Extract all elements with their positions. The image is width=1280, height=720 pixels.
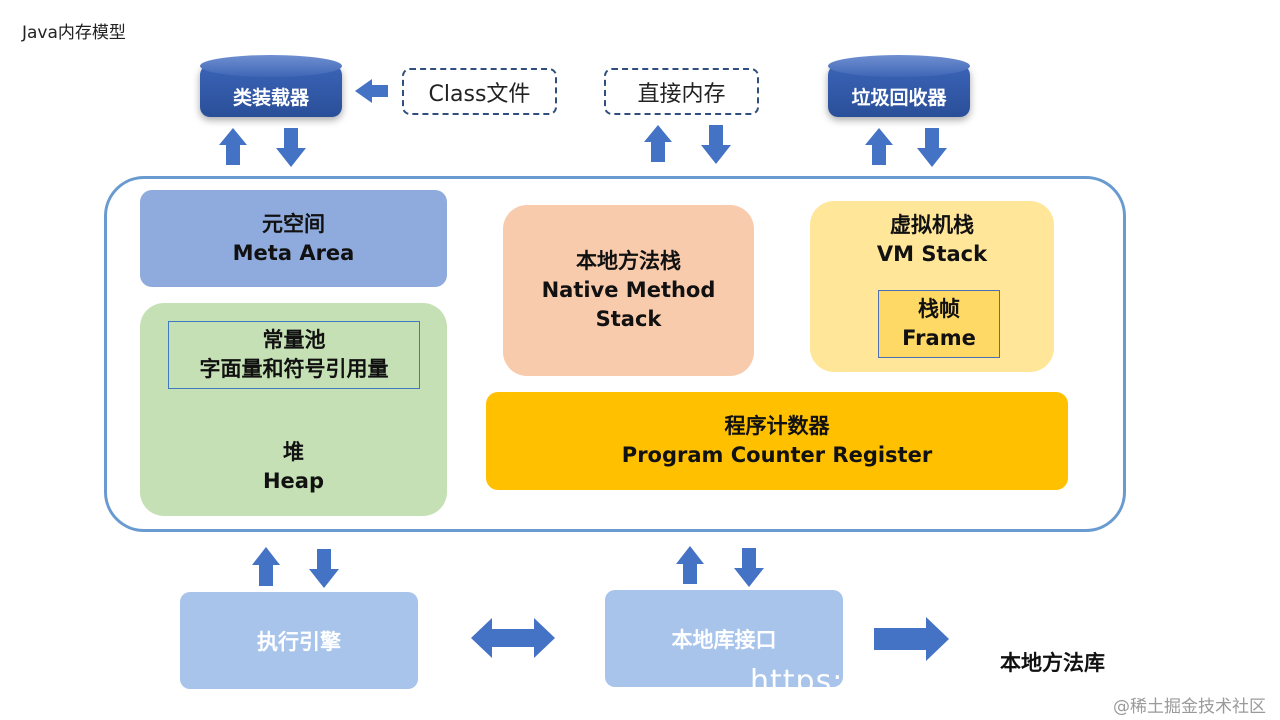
arrow-down-icon — [734, 548, 764, 587]
constant-pool-cn: 常量池 — [262, 328, 326, 352]
gc-node: 垃圾回收器 — [828, 55, 970, 125]
class-file-label: Class文件 — [428, 81, 531, 107]
arrow-up-icon — [865, 128, 893, 165]
frame-cn: 栈帧 — [918, 297, 960, 321]
arrow-left-icon — [355, 79, 388, 103]
arrow-up-icon — [644, 125, 672, 162]
arrow-down-icon — [701, 125, 731, 164]
frame-en: Frame — [902, 326, 976, 350]
arrow-up-icon — [676, 546, 704, 584]
gc-cylinder-top — [828, 55, 970, 77]
meta-area-cn: 元空间 — [262, 211, 325, 236]
heap-en: Heap — [262, 469, 325, 493]
gc-label: 垃圾回收器 — [851, 87, 947, 109]
direct-memory-label: 直接内存 — [637, 81, 726, 107]
constant-pool-sub: 字面量和符号引用量 — [199, 357, 389, 381]
direct-memory-box: 直接内存 — [604, 68, 759, 115]
heap-cn: 堆 — [283, 440, 304, 464]
arrow-down-icon — [917, 128, 947, 167]
execution-engine-label: 执行引擎 — [257, 629, 341, 654]
native-interface-box: 本地库接口 — [605, 590, 843, 687]
arrow-down-icon — [276, 128, 306, 167]
meta-area-en: Meta Area — [232, 240, 355, 265]
arrow-right-icon — [874, 617, 949, 661]
native-stack-en-line2: Stack — [595, 307, 662, 331]
execution-engine-box: 执行引擎 — [180, 592, 418, 689]
frame-box: 栈帧 Frame — [878, 290, 1000, 358]
vm-stack-en: VM Stack — [876, 242, 988, 266]
program-counter-box: 程序计数器 Program Counter Register — [486, 392, 1068, 490]
program-counter-cn: 程序计数器 — [724, 414, 830, 438]
constant-pool-box: 常量池 字面量和符号引用量 — [168, 321, 420, 389]
native-stack-cn: 本地方法栈 — [576, 249, 681, 273]
vm-stack-cn: 虚拟机栈 — [890, 213, 974, 237]
double-arrow-icon — [471, 618, 555, 658]
url-overlay-text: https: — [750, 664, 844, 699]
class-loader-node: 类装载器 — [200, 55, 342, 125]
native-library-label: 本地方法库 — [1000, 651, 1105, 675]
watermark: @稀土掘金技术社区 — [1113, 697, 1266, 717]
class-loader-label: 类装载器 — [232, 87, 309, 109]
arrow-up-icon — [219, 128, 247, 165]
page-title: Java内存模型 — [22, 23, 126, 43]
native-interface-label: 本地库接口 — [671, 627, 777, 652]
native-method-stack-box: 本地方法栈 Native Method Stack — [503, 205, 754, 376]
meta-area-box: 元空间 Meta Area — [140, 190, 447, 287]
class-loader-cylinder-top — [200, 55, 342, 77]
heap-label: 堆 Heap — [140, 438, 447, 496]
arrow-up-icon — [252, 547, 280, 586]
runtime-data-area-container — [104, 176, 1126, 532]
arrow-down-icon — [309, 549, 339, 588]
class-file-box: Class文件 — [402, 68, 557, 115]
native-stack-en-line1: Native Method — [541, 278, 716, 302]
program-counter-en: Program Counter Register — [621, 443, 933, 467]
